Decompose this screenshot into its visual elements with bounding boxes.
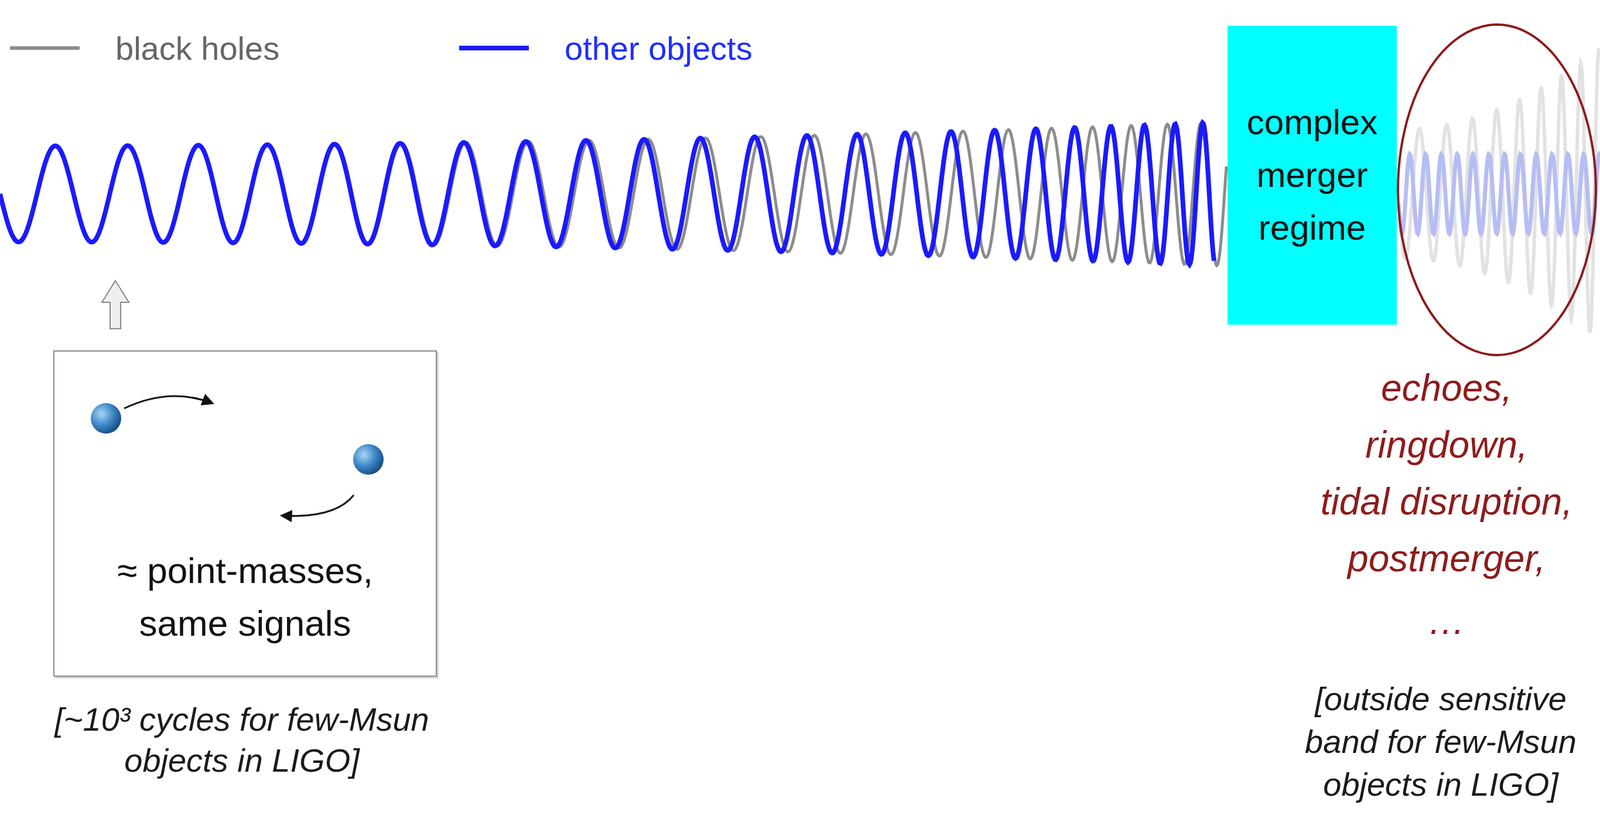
node-text: ≈ point-masses, same signals (87, 544, 404, 650)
legend-swatch (9, 42, 80, 54)
outcome-item: tidal disruption, (1306, 473, 1588, 531)
faded-bh-wave (1398, 48, 1600, 333)
legend-entry: other objects (459, 29, 753, 67)
other-wave (0, 122, 1215, 265)
inset-ground (53, 350, 437, 677)
legend-swatch (459, 42, 529, 54)
bh-wave (0, 122, 1227, 266)
orbit-arrow (124, 395, 213, 409)
postmerger-ellipse (1397, 24, 1596, 355)
legend-text: other objects (564, 29, 753, 68)
outcome-item: ringdown, (1306, 416, 1588, 474)
faded-other-wave (1398, 154, 1600, 234)
mass-ball (90, 402, 122, 434)
note-text: [outside sensitive band for few-Msun obj… (1288, 677, 1593, 806)
orbit-arrow (282, 494, 354, 516)
outcome-item: … (1306, 592, 1588, 650)
note-text: [~10³ cycles for few-Msun objects in LIG… (31, 698, 453, 781)
outcome-list: echoes,ringdown,tidal disruption,postmer… (1306, 359, 1588, 650)
outcome-item: echoes, (1306, 359, 1588, 417)
pointer-arrow (101, 280, 129, 329)
legend-line (459, 45, 529, 51)
legend-entry: black holes (9, 29, 280, 67)
legend-line (9, 46, 80, 50)
node-text: complex merger regime (1233, 96, 1391, 255)
mass-ball (353, 443, 384, 475)
outcome-item: postmerger, (1306, 530, 1588, 587)
legend-text: black holes (115, 29, 280, 68)
merger-box: complex merger regime (1227, 25, 1397, 325)
inset-box: ≈ point-masses, same signals (53, 350, 437, 677)
